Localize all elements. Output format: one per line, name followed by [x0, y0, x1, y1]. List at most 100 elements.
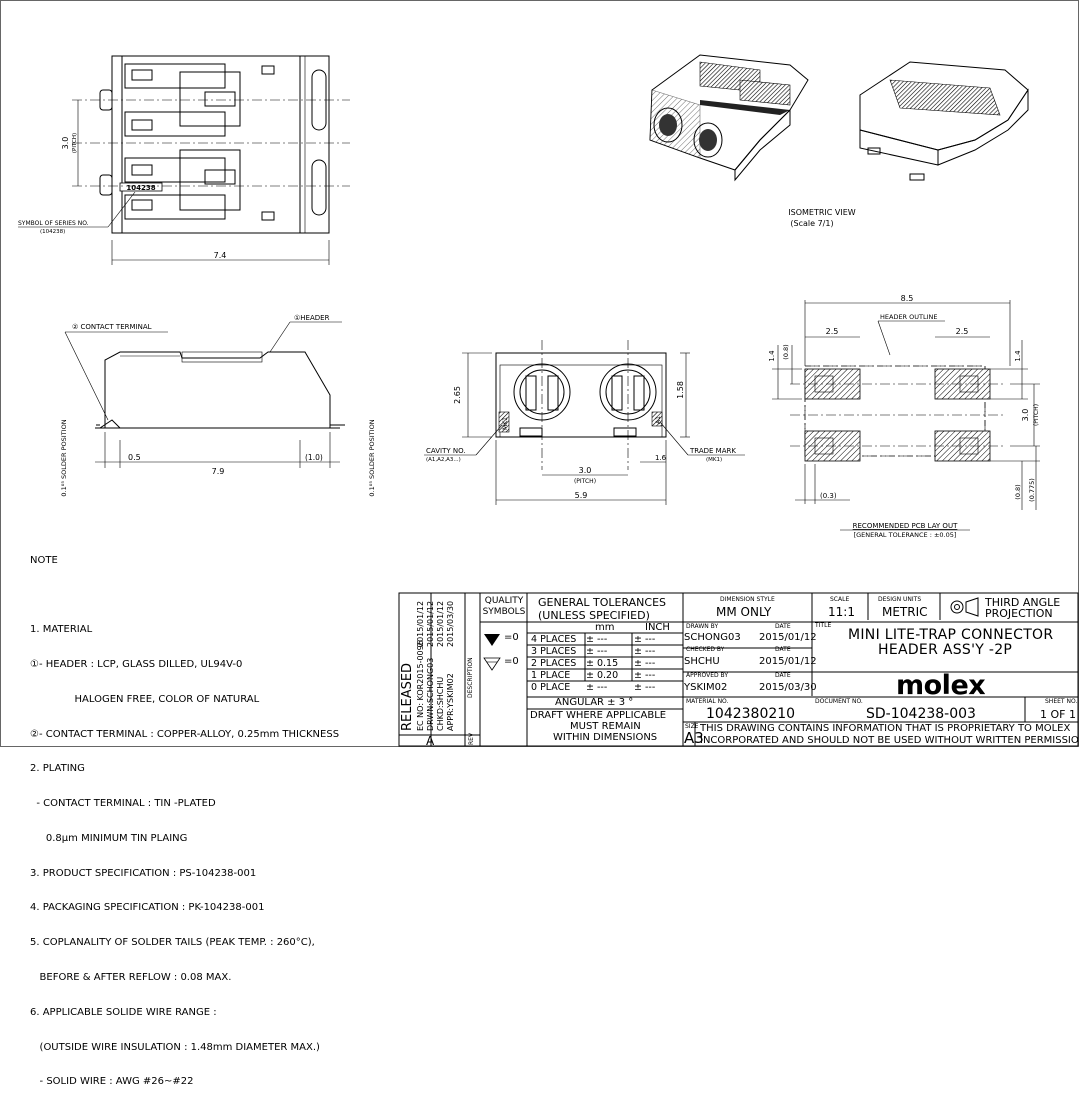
note-line: - SOLID WIRE : AWG #26~#22 — [30, 1076, 194, 1088]
front-dim-1-58: 1.58 — [676, 381, 685, 399]
header-outline-label: HEADER OUTLINE — [880, 313, 938, 321]
draft-line1: DRAFT WHERE APPLICABLE — [530, 710, 667, 721]
front-mark-right: A1 — [655, 416, 662, 424]
solder-position-left: 0.1⁰⁵ SOLDER POSITION — [60, 419, 68, 496]
solder-position-right: 0.1⁰⁵ SOLDER POSITION — [368, 419, 376, 496]
tol-mm: ± 0.20 — [586, 670, 619, 681]
tol-label: 4 PLACES — [531, 634, 577, 645]
design-units-label: DESIGN UNITS — [878, 596, 922, 603]
quality-symbols-label: QUALITY SYMBOLS — [482, 596, 526, 617]
col-mm: mm — [595, 622, 615, 633]
tol-inch: ± --- — [634, 658, 656, 669]
approved-date-label: DATE — [775, 672, 791, 679]
quality-sym1-value: =0 — [504, 632, 519, 643]
tol-label: 1 PLACE — [531, 670, 571, 681]
isometric-scale: (Scale 7/1) — [790, 219, 833, 228]
notes-block: NOTE 1. MATERIAL ①- HEADER : LCP, GLASS … — [30, 532, 339, 1100]
top-view-body — [111, 55, 330, 234]
side-view: ② CONTACT TERMINAL ①HEADER 0.5 7.9 (1.0)… — [60, 314, 376, 497]
pcb-dim-0-8-bottom: (0.8) — [1014, 484, 1022, 499]
top-width-dim: 7.4 — [214, 251, 227, 260]
dim-0-5: 0.5 — [128, 453, 141, 462]
cavity-values: (A1,A2,A3...) — [426, 457, 461, 463]
revision-chkd-date: 2015/01/12 — [436, 600, 445, 647]
revision-chkd: CHKD:SHCHU — [436, 676, 445, 731]
tol-label: 3 PLACES — [531, 646, 577, 657]
drawn-date: 2015/01/12 — [759, 632, 817, 643]
note-line: 2. PLATING — [30, 763, 85, 775]
pcb-dim-0-775: (0.775) — [1028, 478, 1036, 502]
pad-top-right — [934, 368, 991, 400]
dim-7-9: 7.9 — [212, 467, 225, 476]
front-dim-1-6: 1.6 — [655, 454, 667, 462]
pcb-dim-0-8-top: (0.8) — [782, 344, 790, 359]
header-label: ①HEADER — [294, 314, 330, 322]
title-block-grid — [398, 592, 1079, 747]
material-no: 1042380210 — [706, 706, 796, 722]
top-view: 104238 3.0 (PITCH) 7.4 SYMBOL OF SERIES … — [18, 55, 350, 265]
pcb-pitch-label: (PITCH) — [1033, 404, 1040, 426]
note-line: BEFORE & AFTER REFLOW : 0.08 MAX. — [30, 971, 232, 983]
projection-line2: PROJECTION — [985, 607, 1053, 620]
title-label: TITLE — [815, 622, 832, 629]
note-line: 6. APPLICABLE SOLIDE WIRE RANGE : — [30, 1006, 217, 1018]
quality-symbol-filled — [484, 634, 500, 646]
rev-letter: A — [426, 734, 435, 748]
notes-heading: NOTE — [30, 555, 58, 567]
projection-line1: THIRD ANGLE — [985, 596, 1061, 609]
recommended-title: RECOMMENDED PCB LAY OUT — [853, 522, 958, 530]
trademark-label: TRADE MARK — [689, 447, 736, 455]
quality-symbol-open — [483, 657, 501, 671]
design-units: METRIC — [882, 605, 928, 619]
trademark-code: (MK1) — [706, 457, 722, 463]
disclaimer-line1: THIS DRAWING CONTAINS INFORMATION THAT I… — [700, 723, 1071, 734]
note-line: 4. PACKAGING SPECIFICATION : PK-104238-0… — [30, 902, 265, 914]
revision-drwn: DRWN:SCHONG03 — [426, 657, 435, 731]
pcb-dim-1-4-left: 1.4 — [768, 350, 776, 362]
drawn-by: SCHONG03 — [684, 632, 741, 643]
draft-line2: MUST REMAIN — [570, 721, 641, 732]
pcb-dim-0-3: (0.3) — [820, 492, 837, 500]
drawn-by-label: DRAWN BY — [686, 623, 719, 630]
symbol-label: SYMBOL OF SERIES NO. — [18, 220, 89, 227]
note-line: (OUTSIDE WIRE INSULATION : 1.48mm DIAMET… — [30, 1041, 320, 1053]
general-tolerances-sub: (UNLESS SPECIFIED) — [538, 609, 650, 622]
pcb-width-dim: 8.5 — [901, 294, 914, 303]
sheet-no-label: SHEET NO. — [1045, 698, 1078, 705]
rev-label: REV — [468, 732, 475, 745]
tol-mm: ± 0.15 — [586, 658, 619, 669]
tol-mm: ± --- — [586, 682, 608, 693]
note-line: - CONTACT TERMINAL : TIN -PLATED — [30, 798, 216, 810]
dim-style-label: DIMENSION STYLE — [720, 596, 775, 603]
dim-1-0: (1.0) — [305, 453, 323, 462]
checked-date-label: DATE — [775, 646, 791, 653]
revision-ec-date: 2015/01/12 — [416, 600, 425, 647]
description-label: DESCRIPTION — [467, 657, 474, 698]
note-line: ①- HEADER : LCP, GLASS DILLED, UL94V-0 — [30, 658, 243, 670]
tol-inch: ± --- — [634, 670, 656, 681]
tol-mm: ± --- — [586, 646, 608, 657]
molex-logo: molex — [896, 670, 986, 701]
pcb-dim-right: 2.5 — [956, 327, 969, 336]
sheet-no: 1 OF 1 — [1040, 708, 1076, 721]
revision-appr-date: 2015/03/30 — [446, 600, 455, 647]
title-line2: HEADER ASS'Y -2P — [878, 642, 1013, 658]
pcb-dim-left: 2.5 — [826, 327, 839, 336]
isometric-view-right — [859, 61, 1029, 181]
dim-style: MM ONLY — [716, 605, 772, 619]
checked-by: SHCHU — [684, 656, 720, 667]
note-line: 0.8μm MINIMUM TIN PLAING — [30, 832, 188, 844]
pcb-dim-1-4-right: 1.4 — [1014, 350, 1022, 362]
revision-drwn-date: 2015/01/12 — [426, 600, 435, 647]
revision-appr: APPR:YSKIM02 — [446, 673, 455, 731]
description-label-cell: DESCRIPTION — [465, 593, 480, 735]
symbol-code: (104238) — [40, 229, 65, 235]
front-width-dim: 5.9 — [575, 491, 588, 500]
note-line: HALOGEN FREE, COLOR OF NATURAL — [30, 693, 260, 705]
general-tolerances-title: GENERAL TOLERANCES — [538, 596, 667, 609]
scale-label: SCALE — [830, 596, 850, 603]
cavity-label: CAVITY NO. — [426, 447, 466, 455]
front-pitch-label: (PITCH) — [574, 478, 596, 485]
note-line: 3. PRODUCT SPECIFICATION : PS-104238-001 — [30, 867, 257, 879]
top-pitch-dim: 3.0 — [61, 137, 70, 150]
